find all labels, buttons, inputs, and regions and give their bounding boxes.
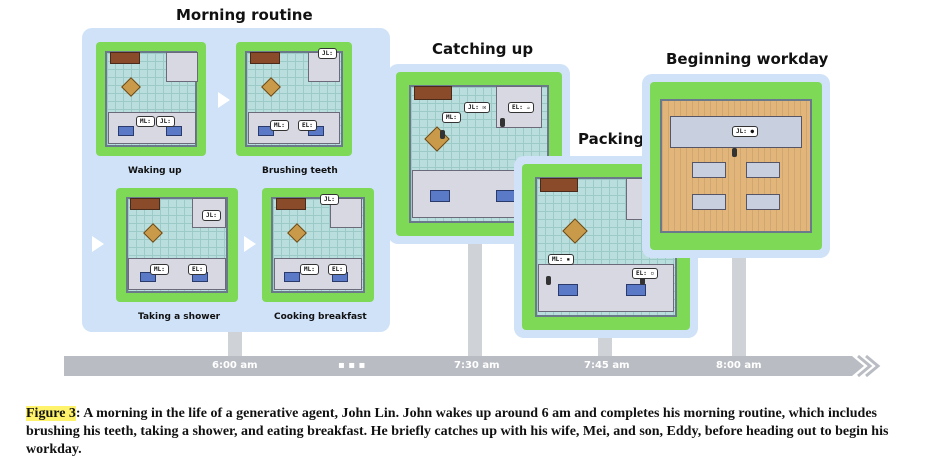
scene-caption: Waking up — [128, 166, 182, 176]
bookshelf — [250, 52, 280, 64]
bookshelf — [110, 52, 140, 64]
scene-waking-up: ML: JL: — [96, 42, 206, 156]
bed — [626, 284, 646, 296]
timeline-bar — [64, 356, 840, 376]
figure-caption: Figure 3: A morning in the life of a gen… — [26, 405, 918, 459]
scene-beginning-workday: JL: ● — [650, 82, 822, 250]
scene-brushing-teeth: JL: ML: EL: — [236, 42, 352, 156]
morning-routine-title: Morning routine — [176, 6, 313, 24]
scene-packing: ML: ▪ EL: ▫ — [522, 164, 690, 330]
scene-caption: Cooking breakfast — [274, 312, 367, 322]
agent-sprite — [640, 276, 645, 285]
speech-bubble: JL: ✉ — [464, 102, 491, 113]
bubble-label: ML: — [552, 256, 563, 263]
agent-sprite — [546, 276, 551, 285]
speech-bubble: EL: ☕ — [508, 102, 535, 113]
bubble-label: ML: — [140, 118, 151, 125]
figure-label: Figure 3 — [26, 406, 76, 421]
bubble-label: ML: — [154, 266, 165, 273]
bathroom-wall — [166, 52, 198, 82]
message-icon: ✉ — [482, 104, 487, 111]
speech-bubble: EL: ▫ — [632, 268, 659, 279]
bubble-label: EL: — [636, 270, 647, 277]
bubble-label: EL: — [332, 266, 343, 273]
timeline-label-730: 7:30 am — [454, 360, 500, 371]
packing-title: Packing — [578, 130, 645, 148]
shop-shelf — [746, 162, 780, 178]
speech-bubble: EL: — [328, 264, 347, 275]
bubble-label: ML: — [304, 266, 315, 273]
timeline-ellipsis: ▪ ▪ ▪ — [338, 360, 366, 371]
bubble-label: ML: — [446, 114, 457, 121]
scene-caption: Taking a shower — [138, 312, 221, 322]
bubble-label: ML: — [274, 122, 285, 129]
bookshelf — [540, 178, 578, 192]
bubble-label: EL: — [192, 266, 203, 273]
agent-sprite — [440, 130, 445, 139]
cup-icon: ☕ — [526, 104, 531, 111]
bed — [140, 272, 156, 282]
speech-bubble: ML: — [300, 264, 319, 275]
speech-bubble: ML: — [150, 264, 169, 275]
bubble-label: JL: — [324, 196, 335, 203]
bubble-label: JL: — [468, 104, 479, 111]
scene-taking-shower: JL: ML: EL: — [116, 188, 238, 302]
timeline-connector — [468, 244, 482, 356]
bed — [258, 126, 274, 136]
bookshelf — [414, 86, 452, 100]
speech-bubble: EL: — [298, 120, 317, 131]
bed — [496, 190, 516, 202]
timeline-arrowhead-icon — [838, 354, 881, 378]
speech-bubble: ML: — [136, 116, 155, 127]
book-icon: ▫ — [650, 270, 655, 277]
figure-caption-text: : A morning in the life of a generative … — [26, 406, 889, 457]
scene-caption: Brushing teeth — [262, 166, 338, 176]
agent-sprite — [732, 148, 737, 157]
bubble-label: JL: — [160, 118, 171, 125]
speech-bubble: JL: ● — [732, 126, 759, 137]
timeline-label-745: 7:45 am — [584, 360, 630, 371]
scene-cooking-breakfast: JL: ML: EL: — [262, 188, 374, 302]
agent-sprite — [500, 118, 505, 127]
speech-bubble: JL: — [156, 116, 175, 127]
beginning-workday-title: Beginning workday — [666, 50, 829, 68]
speech-bubble: EL: — [188, 264, 207, 275]
timeline-label-800: 8:00 am — [716, 360, 762, 371]
bubble-label: JL: — [736, 128, 747, 135]
timeline-connector — [732, 258, 746, 356]
timeline-connector — [598, 338, 612, 356]
speech-bubble: ML: — [442, 112, 461, 123]
bookshelf — [276, 198, 306, 210]
bubble-label: JL: — [206, 212, 217, 219]
bubble-label: EL: — [302, 122, 313, 129]
shop-shelf — [692, 194, 726, 210]
bed — [118, 126, 134, 136]
arrow-icon — [92, 236, 104, 252]
timeline-connector — [228, 332, 242, 356]
shop-shelf — [746, 194, 780, 210]
briefcase-icon: ▪ — [566, 256, 571, 263]
speech-bubble: JL: — [320, 194, 339, 205]
bed — [284, 272, 300, 282]
timeline-label-600: 6:00 am — [212, 360, 258, 371]
coin-icon: ● — [750, 128, 755, 135]
shop-shelf — [692, 162, 726, 178]
bed — [166, 126, 182, 136]
bubble-label: EL: — [512, 104, 523, 111]
arrow-icon — [218, 92, 230, 108]
bubble-label: JL: — [322, 50, 333, 57]
speech-bubble: ML: — [270, 120, 289, 131]
speech-bubble: ML: ▪ — [548, 254, 575, 265]
bed — [430, 190, 450, 202]
bed — [558, 284, 578, 296]
speech-bubble: JL: — [318, 48, 337, 59]
speech-bubble: JL: — [202, 210, 221, 221]
catching-up-title: Catching up — [432, 40, 534, 58]
bookshelf — [130, 198, 160, 210]
arrow-icon — [244, 236, 256, 252]
